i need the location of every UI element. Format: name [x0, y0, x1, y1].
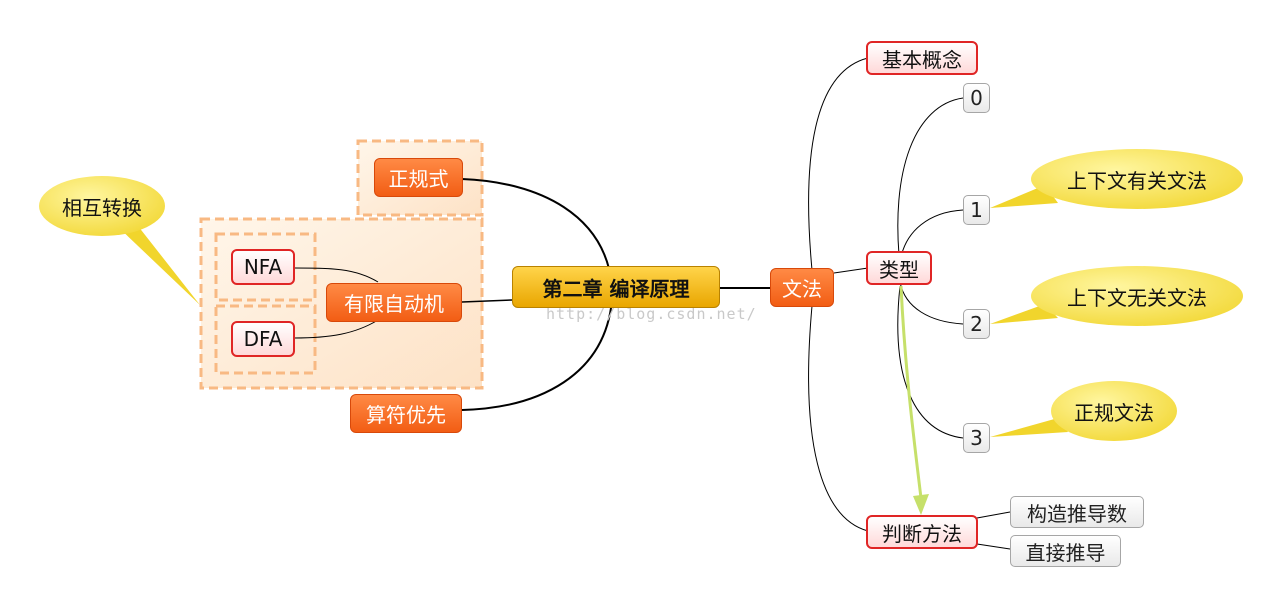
subtopic-grammar[interactable]: 文法	[770, 268, 834, 307]
connector-root-automaton	[461, 299, 513, 303]
connector-judgment-construct	[976, 511, 1011, 519]
connector-root-precedence	[461, 299, 613, 411]
connector-grammar-judgment	[808, 305, 869, 532]
node-dfa[interactable]: DFA	[231, 321, 295, 357]
callout-mutual-conversion	[39, 176, 200, 305]
root-topic[interactable]: 第二章 编译原理	[512, 266, 720, 308]
connector-judgment-direct	[976, 543, 1011, 550]
node-nfa[interactable]: NFA	[231, 249, 295, 285]
type-0[interactable]: 0	[963, 83, 990, 113]
connector-root-regex	[461, 178, 613, 287]
connector-types-0	[897, 97, 964, 267]
relationship-arrow	[899, 285, 923, 499]
type-3[interactable]: 3	[963, 423, 990, 453]
connector-types-2	[899, 281, 964, 325]
callout-context-sensitive	[990, 149, 1243, 209]
subtopic-finite-automaton[interactable]: 有限自动机	[326, 283, 462, 322]
node-judgment-methods[interactable]: 判断方法	[866, 515, 978, 549]
watermark: http://blog.csdn.net/	[546, 305, 757, 323]
boundary-dfa	[214, 304, 317, 375]
type-2[interactable]: 2	[963, 309, 990, 339]
node-construct-derivation-tree[interactable]: 构造推导数	[1010, 496, 1144, 528]
callout-context-free-text: 上下文无关文法	[1067, 285, 1207, 310]
subtopic-operator-precedence[interactable]: 算符优先	[350, 394, 462, 433]
connector-grammar-basic	[808, 57, 869, 271]
callout-regular	[990, 381, 1177, 441]
callout-regular-text: 正规文法	[1074, 400, 1154, 425]
callout-mutual-conversion-text: 相互转换	[62, 195, 142, 220]
relationship-arrowhead	[913, 494, 929, 515]
connector-grammar-types	[833, 267, 869, 274]
type-1[interactable]: 1	[963, 195, 990, 225]
node-types[interactable]: 类型	[866, 251, 932, 285]
connector-automaton-dfa	[293, 319, 379, 339]
node-basic-concepts[interactable]: 基本概念	[866, 41, 978, 75]
connector-automaton-nfa	[293, 267, 379, 283]
boundary-nfa	[214, 232, 317, 302]
node-direct-derivation[interactable]: 直接推导	[1010, 535, 1121, 567]
callout-context-free	[990, 266, 1243, 326]
callout-context-sensitive-text: 上下文有关文法	[1067, 168, 1207, 193]
subtopic-regular-expression[interactable]: 正规式	[374, 158, 463, 197]
